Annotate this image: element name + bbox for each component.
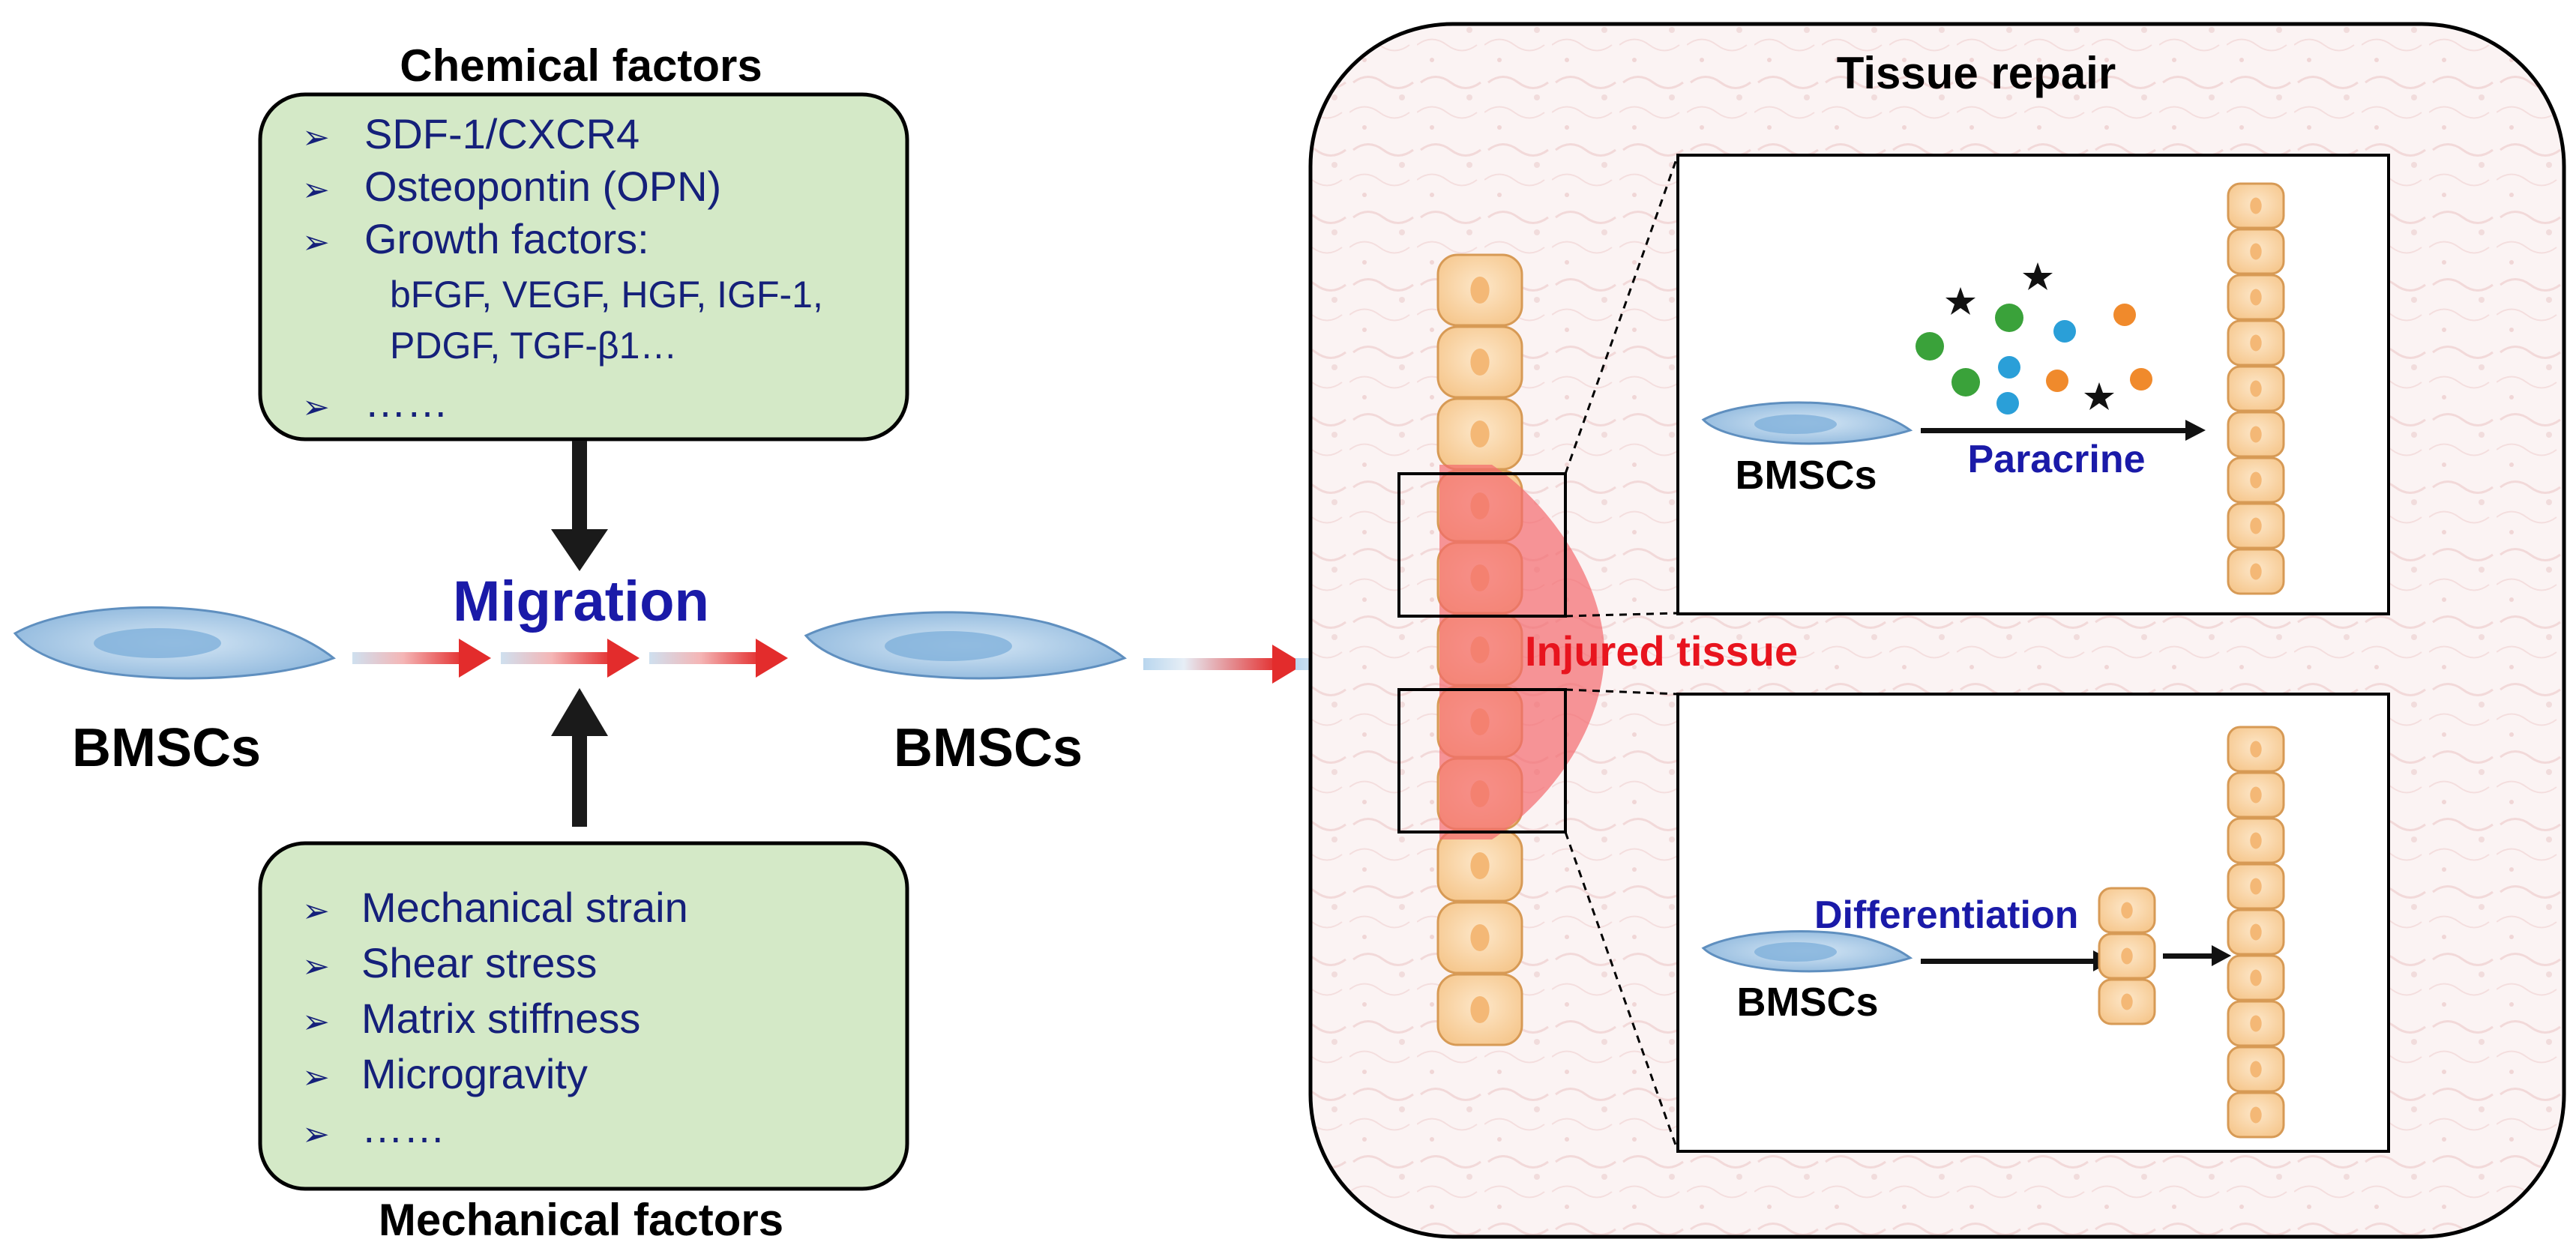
mechanical-factors-box xyxy=(258,841,909,1191)
migration-arrow-icon xyxy=(649,639,788,678)
bmsc-label-paracrine: BMSCs xyxy=(1735,453,1877,498)
tissue-cell-icon xyxy=(2227,274,2285,321)
bullet-arrow-icon: ➢ xyxy=(302,1115,330,1154)
bullet-arrow-icon: ➢ xyxy=(302,171,330,209)
tissue-cell-column-differentiation xyxy=(2227,726,2285,1139)
tissue-cell-icon xyxy=(1436,397,1523,471)
tissue-cell-icon xyxy=(2227,1091,2285,1139)
tissue-cell-icon xyxy=(2227,726,2285,773)
factor-dot-blue xyxy=(1996,392,2019,415)
migration-arrow-icon xyxy=(352,639,491,678)
factor-dot-blue xyxy=(2053,320,2076,343)
tissue-cell-icon xyxy=(2227,1000,2285,1047)
zoom-box-upper xyxy=(1397,472,1567,618)
chemical-arrow-down xyxy=(551,441,608,571)
star-icon xyxy=(1945,287,1975,315)
bullet-arrow-icon: ➢ xyxy=(302,118,330,157)
injured-tissue-label: Injured tissue xyxy=(1525,627,1798,675)
factor-dot-green xyxy=(1916,332,1944,361)
bmsc-cell-icon xyxy=(1701,929,1913,973)
mechanical-item-microgravity: Microgravity xyxy=(361,1050,588,1097)
bullet-arrow-icon: ➢ xyxy=(302,388,330,426)
arrow-icon xyxy=(1921,420,2206,441)
factor-dot-green xyxy=(1995,304,2023,332)
bullet-arrow-icon: ➢ xyxy=(302,1058,330,1097)
secreted-factors xyxy=(1916,262,2152,415)
factor-dot-orange xyxy=(2113,304,2136,326)
migration-arrow-icon xyxy=(501,639,640,678)
mechanical-factors-title: Mechanical factors xyxy=(379,1195,783,1245)
injury-region xyxy=(1439,465,1604,839)
factor-dot-orange xyxy=(2046,370,2068,392)
factor-dot-orange xyxy=(2130,368,2152,391)
tissue-cell-icon xyxy=(1436,901,1523,974)
factor-dot-green xyxy=(1951,368,1980,397)
star-icon xyxy=(2023,262,2053,290)
bmsc-cell-icon xyxy=(1701,401,1913,445)
growth-factors-line-2: PDGF, TGF-β1… xyxy=(390,325,677,367)
tissue-cell-icon xyxy=(2227,954,2285,1001)
tissue-cell-icon xyxy=(2227,319,2285,367)
tissue-cell-icon xyxy=(2227,548,2285,595)
bullet-arrow-icon: ➢ xyxy=(302,223,330,262)
star-icon xyxy=(2084,382,2114,410)
tissue-repair-title: Tissue repair xyxy=(1837,48,2116,98)
tissue-cell-icon xyxy=(2227,863,2285,910)
tissue-cell-icon xyxy=(2227,908,2285,956)
tissue-cell-icon xyxy=(2098,887,2156,934)
tissue-cell-icon xyxy=(2227,182,2285,229)
bullet-arrow-icon: ➢ xyxy=(302,892,330,930)
tissue-cell-icon xyxy=(2227,771,2285,819)
paracrine-label: Paracrine xyxy=(1967,438,2145,481)
mechanical-item-stiffness: Matrix stiffness xyxy=(361,995,640,1042)
tissue-cell-icon xyxy=(2227,228,2285,275)
differentiated-cells xyxy=(2098,887,2156,1025)
factor-dot-blue xyxy=(1998,356,2020,379)
chemical-factors-list: ➢ SDF-1/CXCR4 ➢ Osteopontin (OPN) ➢ Grow… xyxy=(302,110,823,426)
chemical-item-growth-factors: Growth factors: xyxy=(364,215,649,262)
mechanical-item-strain: Mechanical strain xyxy=(361,884,688,931)
tissue-cell-icon xyxy=(1436,829,1523,902)
tissue-cell-icon xyxy=(2227,411,2285,458)
chemical-item-more: …… xyxy=(364,379,448,426)
migration-arrow-icon xyxy=(1143,645,1304,684)
tissue-cell-icon xyxy=(2227,365,2285,412)
chemical-factors-title: Chemical factors xyxy=(400,40,762,91)
migration-label: Migration xyxy=(453,570,709,633)
bmsc-label-differentiation: BMSCs xyxy=(1736,980,1878,1025)
tissue-cell-column-paracrine xyxy=(2227,182,2285,595)
tissue-cell-icon xyxy=(1436,973,1523,1046)
differentiation-label: Differentiation xyxy=(1814,893,2078,937)
tissue-cell-icon xyxy=(2227,456,2285,504)
tissue-cell-icon xyxy=(2227,502,2285,549)
bmsc-cell-icon xyxy=(13,606,336,680)
mechanical-arrow-up xyxy=(551,688,608,827)
arrow-icon xyxy=(2163,945,2231,966)
bmsc-label-middle: BMSCs xyxy=(894,718,1083,778)
bullet-arrow-icon: ➢ xyxy=(302,947,330,986)
mechanical-item-shear: Shear stress xyxy=(361,939,597,986)
tissue-cell-icon xyxy=(1436,325,1523,399)
mechanical-item-more: …… xyxy=(361,1104,445,1151)
growth-factors-line-1: bFGF, VEGF, HGF, IGF-1, xyxy=(390,274,823,316)
chemical-factors-box xyxy=(258,92,909,441)
bmsc-cell-icon xyxy=(804,611,1127,680)
mechanical-factors-list: ➢ Mechanical strain ➢ Shear stress ➢ Mat… xyxy=(302,884,688,1154)
tissue-cell-icon xyxy=(2098,932,2156,980)
tissue-cell-icon xyxy=(1436,253,1523,327)
bmsc-label-left: BMSCs xyxy=(72,718,261,778)
tissue-cell-icon xyxy=(2227,817,2285,864)
tissue-cell-icon xyxy=(2227,1046,2285,1093)
chemical-item-sdf1: SDF-1/CXCR4 xyxy=(364,110,640,157)
zoom-connector-lines xyxy=(1564,154,1679,1152)
tissue-cell-icon xyxy=(2098,978,2156,1025)
zoom-box-lower xyxy=(1397,688,1567,834)
bullet-arrow-icon: ➢ xyxy=(302,1003,330,1041)
chemical-item-opn: Osteopontin (OPN) xyxy=(364,163,721,210)
